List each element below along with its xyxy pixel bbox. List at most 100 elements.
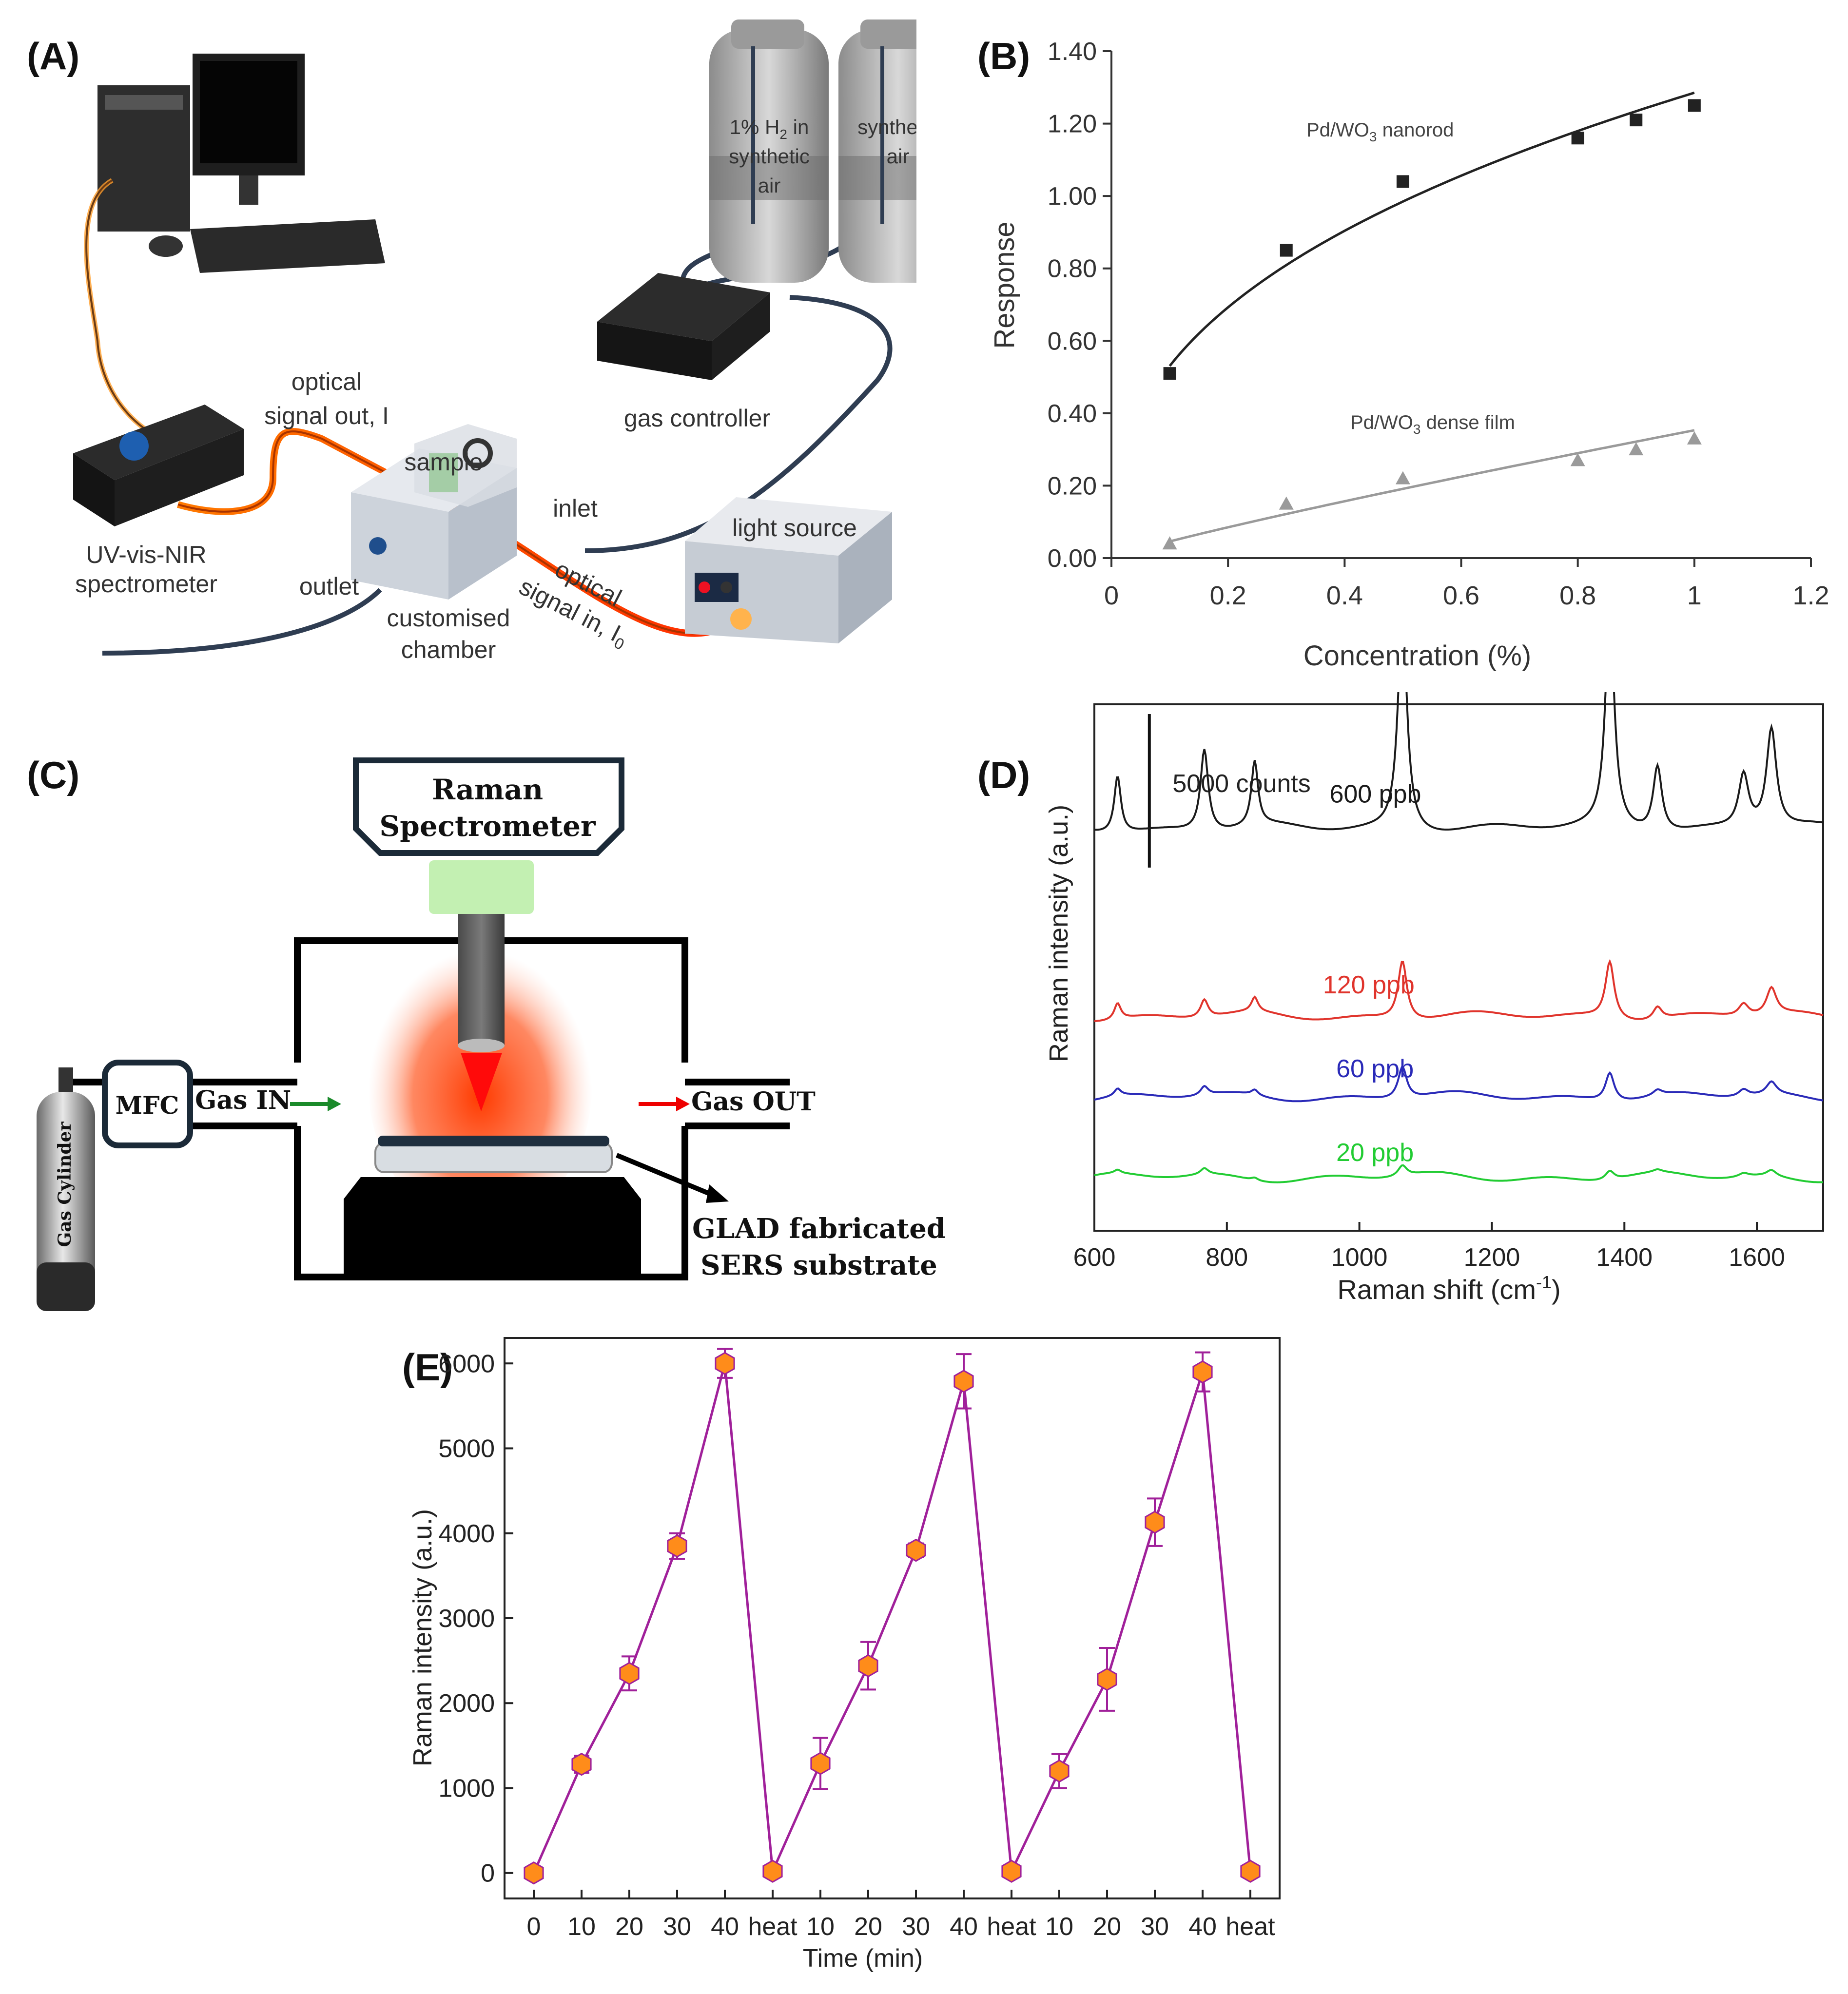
y-tick-label: 0.60 (1048, 327, 1097, 355)
data-point (715, 1352, 735, 1375)
label-chamber-2: chamber (401, 636, 496, 663)
gas-out-label: Gas OUT (691, 1087, 816, 1117)
data-point (1163, 367, 1176, 380)
computer-icon (97, 54, 385, 273)
label-spectrometer-1: UV-vis-NIR (86, 541, 206, 568)
mfc-label: MFC (116, 1091, 179, 1120)
panel-c-diagram: Raman Spectrometer MFC Gas IN Gas OUT Ga… (37, 757, 946, 1311)
x-tick-label: 1600 (1729, 1243, 1785, 1272)
label-cylinder-1-line-1: 1% H2 in (730, 116, 809, 142)
x-tick-label: 1 (1687, 581, 1702, 610)
spectrum-line (1094, 1066, 1824, 1103)
panel-b-label: (B) (977, 35, 1031, 77)
data-point (1280, 244, 1293, 257)
label-light-source: light source (732, 514, 857, 542)
x-tick-label: 30 (663, 1913, 691, 1941)
label-cylinder-2-line-2: air (887, 145, 910, 168)
data-point (1279, 496, 1294, 510)
y-tick-label: 1.00 (1048, 182, 1097, 211)
glad-label-2: SERS substrate (700, 1249, 937, 1281)
x-tick-label: 0 (527, 1913, 541, 1941)
series-label: 120 ppb (1323, 971, 1415, 999)
data-point (906, 1538, 926, 1562)
data-point (1240, 1859, 1261, 1883)
gas-cylinder-label: Gas Cylinder (55, 1121, 75, 1247)
plot-frame (1093, 703, 1824, 1232)
label-sample: sample (404, 448, 483, 476)
series-label: Pd/WO3 nanorod (1306, 119, 1454, 144)
x-tick-label: 0.6 (1443, 581, 1479, 610)
x-tick-label: 20 (1093, 1913, 1121, 1941)
x-tick-label: 1.2 (1792, 581, 1829, 610)
x-tick-label: 30 (1141, 1913, 1169, 1941)
objective-icon (458, 914, 505, 1045)
data-point (1001, 1859, 1022, 1883)
data-point (667, 1534, 687, 1558)
stage (344, 1177, 641, 1277)
y-tick-label: 0.80 (1048, 255, 1097, 283)
y-tick-label: 5000 (438, 1435, 495, 1463)
glad-label-1: GLAD fabricated (692, 1213, 946, 1245)
x-tick-label: 1000 (1331, 1243, 1388, 1272)
data-point (1687, 431, 1702, 445)
y-tick-label: 2000 (438, 1689, 495, 1718)
data-point (810, 1752, 831, 1775)
label-chamber-1: customised (387, 604, 510, 632)
data-point (858, 1654, 878, 1678)
x-tick-label: 30 (902, 1913, 930, 1941)
x-tick-label: 40 (950, 1913, 978, 1941)
y-axis-label: Raman intensity (a.u.) (1044, 805, 1073, 1062)
label-cylinder-1-line-3: air (758, 174, 781, 197)
label-cylinder-1-line-2: synthetic (729, 145, 810, 168)
series-label: 60 ppb (1336, 1055, 1414, 1083)
panel-a-label: (A) (27, 35, 80, 77)
data-point (1097, 1667, 1117, 1691)
x-tick-label: 10 (567, 1913, 596, 1941)
data-point (1629, 442, 1644, 456)
label-optical-out-2: signal out, I (264, 402, 389, 429)
panel-c-label: (C) (27, 754, 80, 796)
gas-in-label: Gas IN (195, 1085, 291, 1115)
raman-spectrometer-box (353, 757, 624, 856)
sers-substrate (374, 1142, 613, 1173)
panel-e-label: (E) (402, 1346, 453, 1389)
y-axis-label: Response (989, 221, 1020, 348)
scale-bar-label: 5000 counts (1172, 770, 1310, 798)
fit-curve (1169, 429, 1695, 543)
y-tick-label: 0.20 (1048, 472, 1097, 500)
label-inlet: inlet (553, 495, 598, 522)
gas-controller-device (597, 273, 770, 380)
label-outlet: outlet (299, 573, 359, 600)
x-axis-label: Concentration (%) (1303, 640, 1531, 672)
spectrum-line (1094, 1164, 1824, 1183)
chamber-box (351, 424, 517, 600)
series-label: 20 ppb (1336, 1139, 1414, 1167)
x-tick-label: 600 (1073, 1243, 1116, 1272)
plot-frame (504, 1337, 1281, 1899)
x-tick-label: heat (748, 1913, 798, 1941)
y-tick-label: 0 (481, 1859, 495, 1888)
lens-icon (429, 860, 534, 914)
data-point (762, 1859, 783, 1883)
data-point (524, 1861, 544, 1885)
raman-label-2: Spectrometer (379, 810, 596, 843)
x-axis-label: Raman shift (cm-1) (1337, 1272, 1560, 1305)
y-tick-label: 1.20 (1048, 110, 1097, 138)
spectrum-line (1094, 692, 1824, 831)
x-tick-label: 40 (711, 1913, 739, 1941)
mfc-box (102, 1060, 193, 1148)
data-point (1570, 453, 1585, 466)
gas-cylinder-icon (37, 1067, 95, 1311)
data-point (1571, 132, 1584, 145)
x-tick-label: 0.8 (1559, 581, 1596, 610)
fit-curve (1168, 91, 1695, 367)
gas-cylinder-icon (709, 19, 916, 283)
series-line (532, 1363, 1252, 1876)
y-tick-label: 6000 (438, 1350, 495, 1378)
x-tick-label: 0 (1104, 581, 1119, 610)
x-tick-label: 20 (615, 1913, 643, 1941)
spectrum-line (1094, 959, 1824, 1022)
